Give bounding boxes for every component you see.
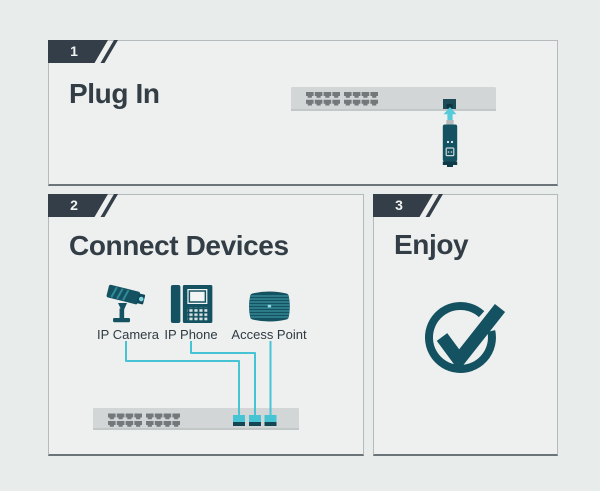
device-label: IP Phone xyxy=(164,327,218,342)
step-badge-2: 2 xyxy=(48,194,126,217)
step-flag-icon xyxy=(48,194,118,217)
network-switch-icon xyxy=(93,408,299,430)
cabling-diagram xyxy=(93,341,299,430)
step-panel-2: 2 Connect Devices xyxy=(48,194,364,456)
power-inlet-port xyxy=(443,99,456,109)
ip-phone-icon xyxy=(170,285,212,323)
step-title-connect-devices: Connect Devices xyxy=(69,230,289,261)
access-point-icon xyxy=(248,291,290,322)
plug-in-arrow-icon xyxy=(443,107,457,120)
uplink-ports xyxy=(233,415,277,426)
network-cables xyxy=(125,341,272,416)
step-badge-1: 1 xyxy=(48,40,126,63)
device-access-point: Access Point xyxy=(231,280,307,342)
cable-ip-phone xyxy=(190,341,256,416)
step-title-enjoy: Enjoy xyxy=(394,229,469,260)
step-panel-3: 3 Enjoy xyxy=(373,194,558,456)
step-number: 2 xyxy=(70,197,78,213)
power-plug-icon xyxy=(438,107,462,167)
device-ip-phone: IP Phone xyxy=(164,280,218,342)
step-number: 1 xyxy=(70,43,78,59)
device-label: IP Camera xyxy=(97,327,159,342)
cable-ip-camera xyxy=(125,341,240,416)
step-flag-icon xyxy=(373,194,443,217)
ip-camera-icon xyxy=(106,284,146,323)
success-check-icon xyxy=(424,301,506,373)
device-ip-camera: IP Camera xyxy=(97,280,159,342)
step-badge-3: 3 xyxy=(373,194,451,217)
step-panel-1: 1 Plug In xyxy=(48,40,558,186)
step-number: 3 xyxy=(395,197,403,213)
step-flag-icon xyxy=(48,40,118,63)
step-title-plug-in: Plug In xyxy=(69,78,160,109)
device-label: Access Point xyxy=(231,327,307,342)
network-switch-icon xyxy=(291,87,496,113)
